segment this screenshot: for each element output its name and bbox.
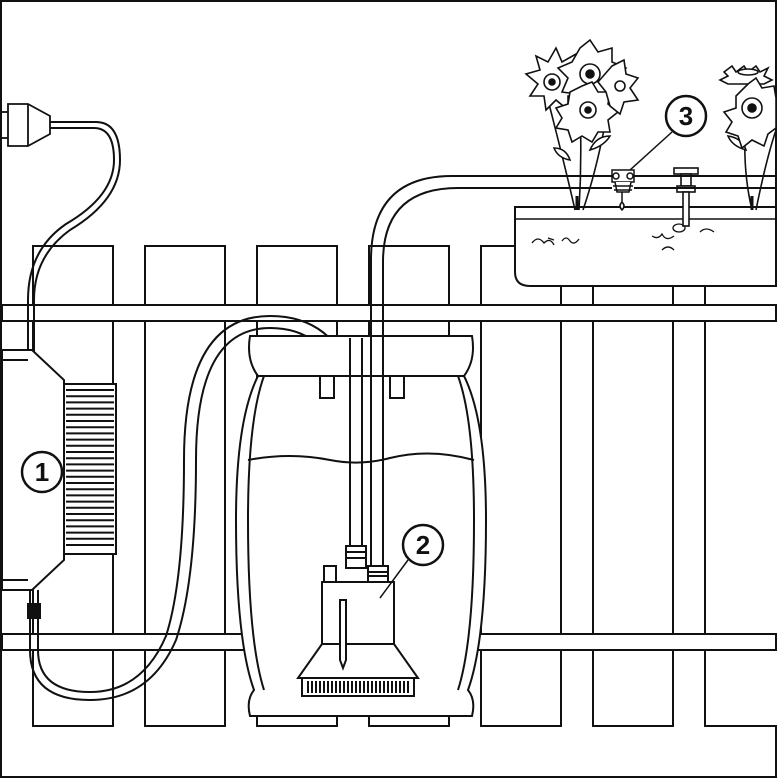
supply-hose [370, 175, 776, 565]
pump-intake-grille [307, 681, 409, 693]
flowers-left [524, 38, 640, 211]
callout-2-label: 2 [416, 530, 430, 560]
callout-3-label: 3 [679, 101, 693, 131]
callout-1-label: 1 [35, 457, 49, 487]
callout-2: 2 [379, 523, 445, 599]
submersible-pump [296, 545, 420, 697]
power-plug [2, 103, 51, 147]
flowers-right [718, 64, 777, 211]
fence-rail-top [1, 304, 777, 322]
controller-cooling-ribs [66, 389, 114, 546]
drip-valve [611, 169, 635, 212]
power-cable [27, 121, 122, 360]
callout-1: 1 [20, 450, 64, 494]
callout-3: 3 [629, 94, 708, 171]
planter-box [514, 206, 777, 287]
hose-in-barrel [349, 300, 384, 565]
